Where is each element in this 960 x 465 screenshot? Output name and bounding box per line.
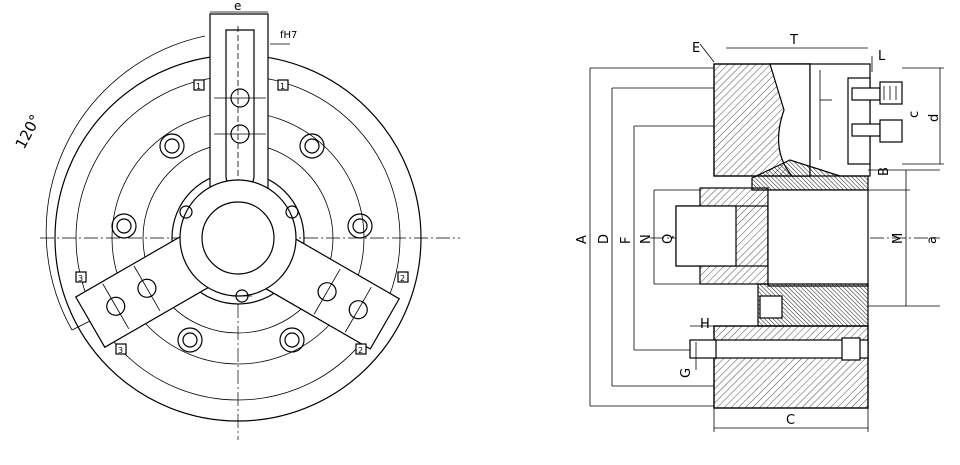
svg-text:1: 1 xyxy=(196,82,201,91)
front-view: 120° e fH7 xyxy=(12,0,460,440)
dimension-labels: A D F N Q M T E L B C H G a c d xyxy=(575,33,942,428)
angle-label: 120° xyxy=(12,112,45,152)
dimension-lines xyxy=(589,43,944,432)
dim-label-t: T xyxy=(789,33,798,48)
dim-label-c: C xyxy=(786,413,795,428)
lower-screw xyxy=(759,295,783,319)
dim-label-d-lower: d xyxy=(927,114,942,122)
dim-label-e: E xyxy=(692,41,700,56)
angle-arc-120 xyxy=(45,35,206,331)
dim-label-h: H xyxy=(700,317,710,332)
center-bore-section xyxy=(767,189,869,287)
dim-e-label: e xyxy=(234,0,241,13)
svg-text:3: 3 xyxy=(118,346,123,355)
svg-text:2: 2 xyxy=(400,274,405,283)
dim-label-c-lower: c xyxy=(907,111,922,118)
dim-label-g: G xyxy=(679,368,694,378)
dim-label-a-upper: A xyxy=(575,235,590,244)
dim-label-a-lower: a xyxy=(925,236,940,244)
center-hub xyxy=(179,179,297,297)
mounting-bolt-holes xyxy=(111,133,373,353)
dim-label-d: D xyxy=(597,234,612,244)
svg-text:2: 2 xyxy=(358,346,363,355)
center-hole xyxy=(201,201,275,275)
jaw-marks: 1 1 3 3 2 2 xyxy=(75,79,409,355)
svg-text:1: 1 xyxy=(280,82,285,91)
dim-label-n: N xyxy=(639,234,654,244)
side-view: A D F N Q M T E L B C H G a c d xyxy=(575,33,944,432)
dim-label-m: M xyxy=(891,233,906,244)
dim-label-b: B xyxy=(877,167,892,176)
hub-screw-2 xyxy=(285,205,299,219)
hub-screw-1 xyxy=(179,205,193,219)
dim-label-q: Q xyxy=(661,234,676,244)
dim-label-f: F xyxy=(619,237,634,244)
svg-text:3: 3 xyxy=(78,274,83,283)
top-jaw-screw xyxy=(879,81,903,105)
dim-label-l: L xyxy=(878,49,886,64)
fit-label: fH7 xyxy=(280,30,297,41)
